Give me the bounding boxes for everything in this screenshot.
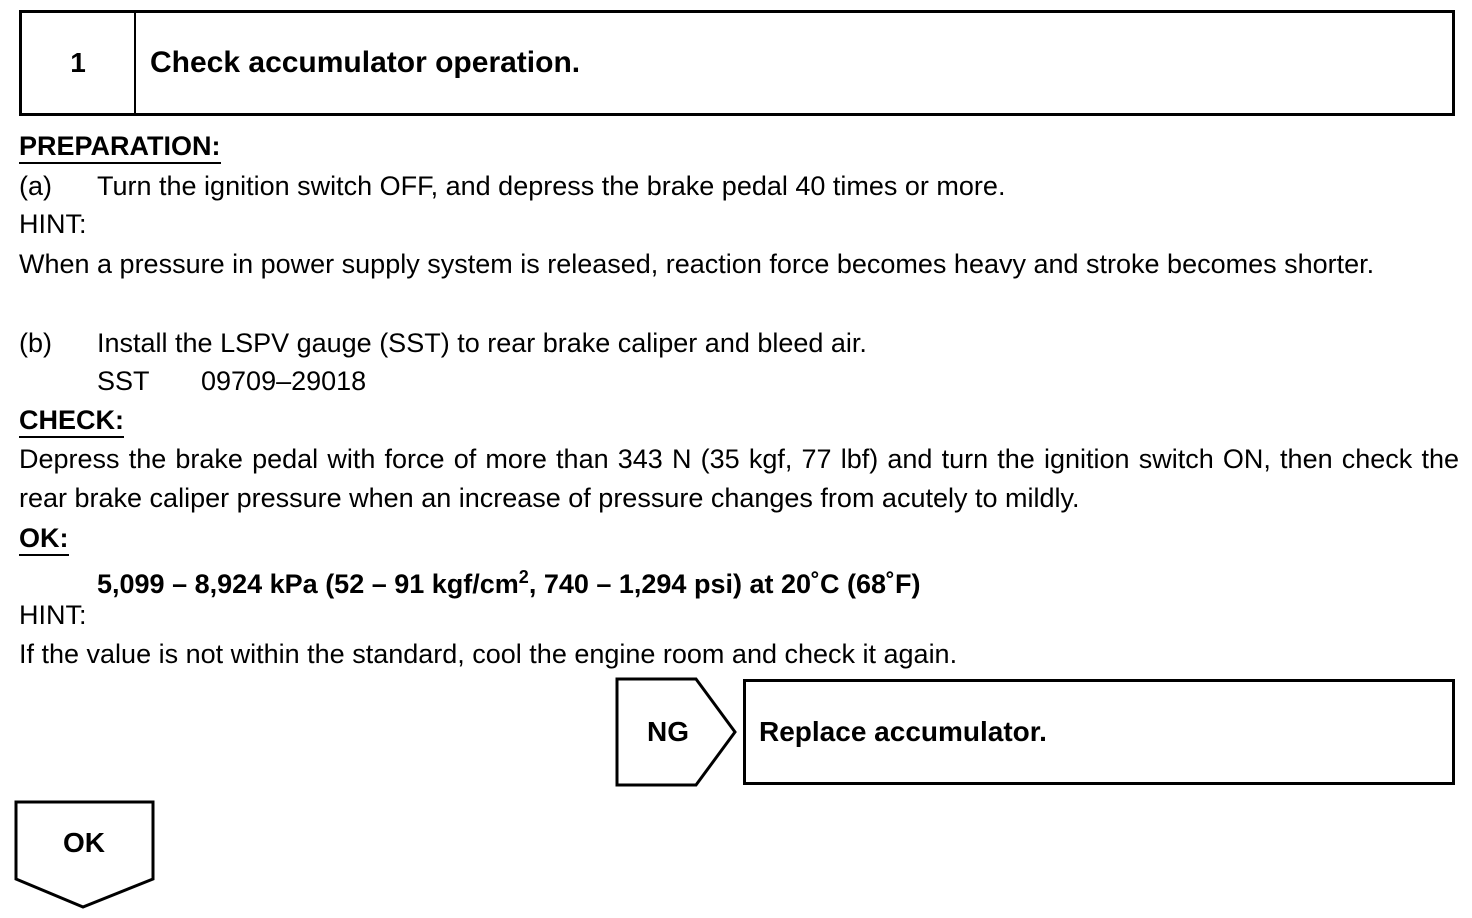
step-title: Check accumulator operation. — [150, 46, 581, 79]
item-a-label: (a) — [19, 171, 52, 201]
item-b-label: (b) — [19, 328, 52, 358]
step-header: 1 Check accumulator operation. — [19, 10, 1455, 116]
ng-action-box: Replace accumulator. — [743, 679, 1455, 785]
preparation-item-a: (a) Turn the ignition switch OFF, and dep… — [19, 170, 1005, 202]
ng-arrow-shape — [615, 677, 737, 787]
hint-label: HINT: — [19, 209, 87, 239]
sst-number: 09709–29018 — [201, 366, 367, 396]
preparation-item-b: (b) Install the LSPV gauge (SST) to rear … — [19, 327, 867, 359]
sst-label: SST — [97, 366, 150, 396]
step-number: 1 — [22, 13, 136, 113]
item-b-text: Install the LSPV gauge (SST) to rear bra… — [97, 328, 867, 358]
hint2-text: If the value is not within the standard,… — [19, 639, 958, 669]
preparation-heading: PREPARATION: — [19, 130, 221, 164]
hint-text: When a pressure in power supply system i… — [19, 249, 1375, 279]
ok-arrow-shape — [14, 800, 155, 909]
item-a-text: Turn the ignition switch OFF, and depres… — [97, 171, 1006, 201]
hint2-label: HINT: — [19, 600, 87, 630]
ng-label: NG — [647, 716, 689, 747]
check-heading: CHECK: — [19, 404, 124, 438]
ok-heading: OK: — [19, 522, 69, 556]
sst-line: SST 09709–29018 — [97, 365, 366, 397]
ok-spec-value: 5,099 – 8,924 kPa (52 – 91 kgf/cm2, 740 … — [97, 567, 921, 599]
check-text: Depress the brake pedal with force of mo… — [19, 444, 1459, 513]
ok-label: OK — [63, 826, 105, 858]
ng-action-text: Replace accumulator. — [759, 716, 1047, 747]
